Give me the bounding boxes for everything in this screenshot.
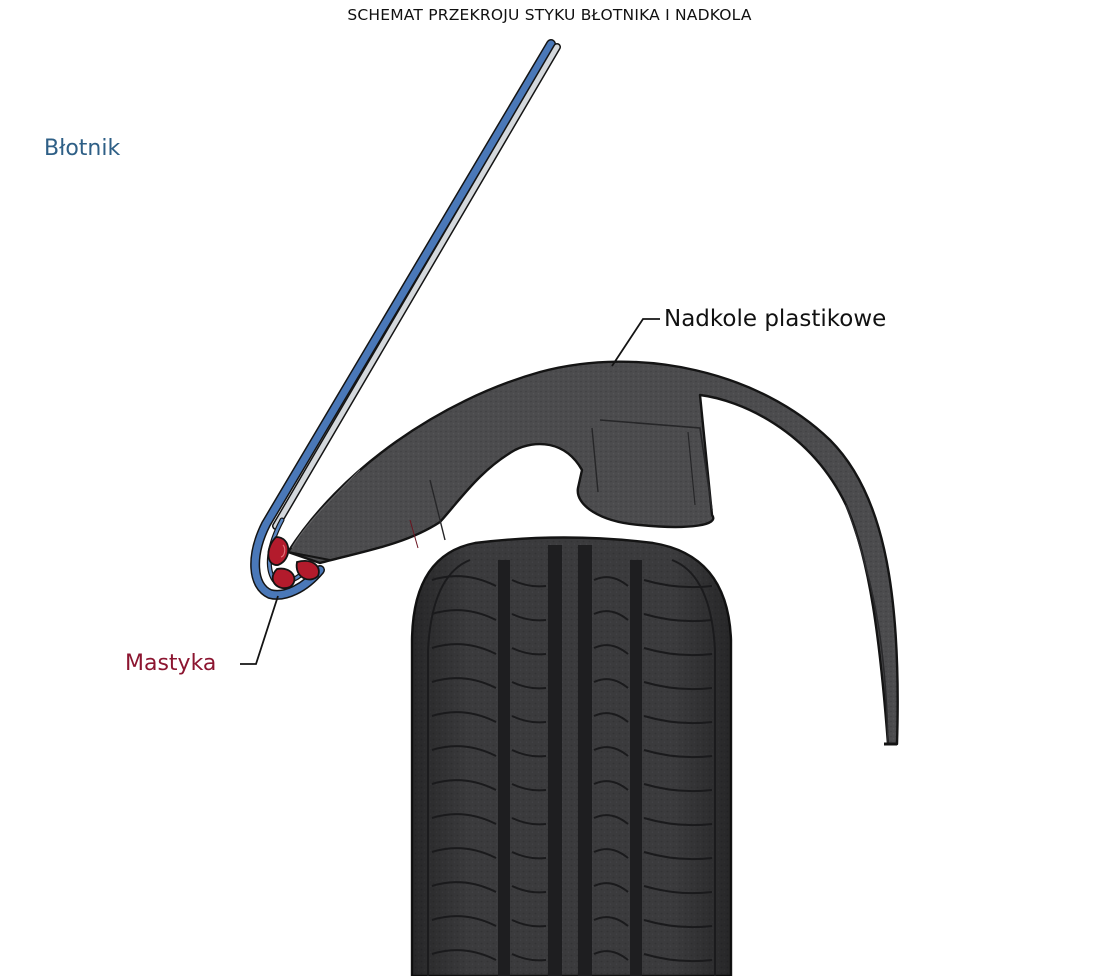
tread-groove: [578, 545, 592, 976]
tread-groove: [630, 560, 642, 976]
mastic-label: Mastyka: [125, 651, 216, 676]
diagram-title: SCHEMAT PRZEKROJU STYKU BŁOTNIKA I NADKO…: [0, 6, 1099, 24]
fender-label: Błotnik: [44, 136, 120, 161]
tread-groove: [498, 560, 510, 976]
wheel-liner-label: Nadkole plastikowe: [664, 306, 886, 332]
tire-illustration: [412, 538, 731, 977]
tread-groove: [548, 545, 562, 976]
